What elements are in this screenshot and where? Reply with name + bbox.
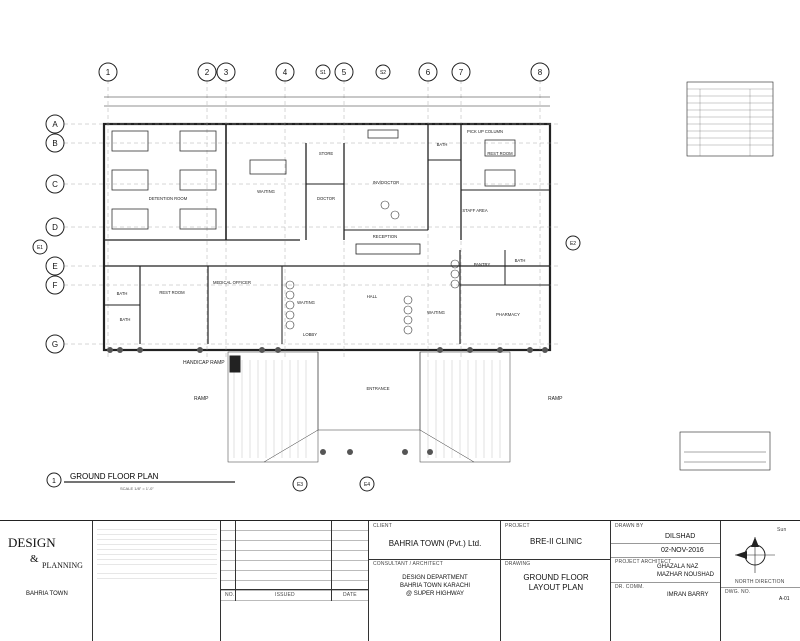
room-label: STAFF AREA bbox=[462, 208, 487, 213]
grid-col-label: 2 bbox=[205, 68, 210, 77]
room-label: WAITING bbox=[297, 300, 315, 305]
consultant-label: CONSULTANT / ARCHITECT bbox=[373, 561, 443, 567]
revision-table: NO. ISSUED DATE bbox=[220, 521, 369, 641]
section-mark: E3 bbox=[297, 482, 303, 488]
project-label: PROJECT bbox=[505, 523, 530, 529]
grid-col-label: 8 bbox=[538, 68, 543, 77]
room-label: BATH bbox=[117, 291, 128, 296]
title-block: DESIGN & PLANNING BAHRIA TOWN NO. ISSUED… bbox=[0, 520, 800, 641]
logo-org: BAHRIA TOWN bbox=[26, 591, 68, 597]
room-label: STORE bbox=[319, 151, 334, 156]
grid-row-label: G bbox=[52, 340, 58, 349]
grid-col-label: 6 bbox=[426, 68, 431, 77]
logo-amp: & bbox=[30, 553, 39, 565]
sun-label: Sun bbox=[777, 527, 787, 533]
drawing-number: 1 bbox=[52, 478, 56, 485]
consultant-line: BAHRIA TOWN KARACHI bbox=[399, 583, 471, 589]
section-mark: E4 bbox=[364, 482, 370, 488]
room-label: LOBBY bbox=[303, 332, 317, 337]
room-label: REST ROOM bbox=[487, 151, 513, 156]
logo: DESIGN & PLANNING BAHRIA TOWN bbox=[0, 521, 92, 641]
room-label: HALL bbox=[367, 294, 378, 299]
grid-row-label: A bbox=[52, 120, 58, 129]
dwg-no: A-01 bbox=[779, 596, 790, 602]
drawing-date: 02-NOV-2016 bbox=[661, 547, 704, 554]
rev-date-header: DATE bbox=[343, 592, 357, 598]
drawn-by-label: DRAWN BY bbox=[615, 523, 644, 529]
drawing-line: GROUND FLOOR bbox=[523, 573, 589, 582]
floor-plan-drawing: 1 2 3 4 5 6 7 8 A B C D E F G S1 S2 E1 E… bbox=[32, 62, 774, 492]
logo-line1: DESIGN bbox=[8, 535, 56, 550]
room-label: INV/DOCTOR bbox=[373, 180, 399, 185]
client-label: CLIENT bbox=[373, 523, 392, 529]
project-cell: PROJECT BRE-II CLINIC DRAWING GROUND FLO… bbox=[500, 521, 611, 641]
north-cell: Sun NORTH DIRECTION DWG. NO. A-01 bbox=[720, 521, 800, 641]
client-name: BAHRIA TOWN (Pvt.) Ltd. bbox=[388, 539, 482, 548]
consultant-line: @ SUPER HIGHWAY bbox=[405, 591, 465, 597]
grid-col-label: 4 bbox=[283, 68, 288, 77]
checked-name: GHAZALA NAZ bbox=[657, 564, 699, 570]
grid-row-label: D bbox=[52, 223, 58, 232]
section-mark: E1 bbox=[37, 245, 43, 251]
approved-by: IMRAN BARRY bbox=[667, 592, 709, 598]
notes-cell bbox=[92, 521, 221, 641]
rev-no-header: NO. bbox=[225, 592, 235, 598]
north-direction-label: NORTH DIRECTION bbox=[735, 579, 785, 585]
drawing-line: LAYOUT PLAN bbox=[528, 583, 584, 592]
dwg-no-label: DWG. NO. bbox=[725, 589, 751, 595]
grid-row-label: B bbox=[52, 139, 57, 148]
room-label: PHARMACY bbox=[496, 312, 520, 317]
checked-name: MAZHAR NOUSHAD bbox=[657, 572, 715, 578]
north-arrow-icon bbox=[735, 537, 775, 573]
section-mark: S1 bbox=[320, 70, 326, 76]
drawn-by: DILSHAD bbox=[665, 533, 696, 540]
room-label: REST ROOM bbox=[159, 290, 185, 295]
ramp-label: RAMP bbox=[194, 396, 209, 402]
consultant-line: DESIGN DEPARTMENT bbox=[402, 575, 468, 581]
rev-desc-header: ISSUED bbox=[275, 592, 295, 598]
room-label: MEDICAL OFFICER bbox=[213, 280, 251, 285]
room-label: BATH bbox=[437, 142, 448, 147]
grid-row-label: C bbox=[52, 180, 58, 189]
room-label: PICK UP COLUMN bbox=[467, 129, 503, 134]
room-label: DETENTION ROOM bbox=[149, 196, 188, 201]
project-name: BRE-II CLINIC bbox=[529, 537, 582, 546]
approved-label: DR. COMM. bbox=[615, 584, 645, 590]
room-label: ENTRANCE bbox=[366, 386, 389, 391]
door-schedule-table bbox=[686, 81, 774, 157]
building-outline bbox=[102, 122, 552, 352]
checked-label: PROJECT ARCHITECT bbox=[615, 559, 672, 565]
grid-col-label: 7 bbox=[459, 68, 464, 77]
drawing-scale: SCALE 1/8" = 1'-0" bbox=[120, 486, 154, 491]
grid-col-label: 1 bbox=[106, 68, 111, 77]
grid-row-label: E bbox=[52, 262, 57, 271]
room-label: RECEPTION bbox=[373, 234, 397, 239]
drawn-by-cell: DRAWN BY DILSHAD 02-NOV-2016 PROJECT ARC… bbox=[610, 521, 721, 641]
room-label: WAITING bbox=[427, 310, 445, 315]
grid-row-label: F bbox=[53, 281, 58, 290]
drawing-label: DRAWING bbox=[505, 561, 531, 567]
section-mark: S2 bbox=[380, 70, 386, 76]
grid-col-label: 5 bbox=[342, 68, 347, 77]
grid-col-label: 3 bbox=[224, 68, 229, 77]
section-mark: E2 bbox=[570, 241, 576, 247]
handicap-ramp-label: HANDICAP RAMP bbox=[183, 360, 225, 366]
notes-legend-box bbox=[679, 431, 771, 471]
room-label: WAITING bbox=[257, 189, 275, 194]
client-cell: CLIENT BAHRIA TOWN (Pvt.) Ltd. CONSULTAN… bbox=[368, 521, 501, 641]
ramp-label: RAMP bbox=[548, 396, 563, 402]
room-label: BATH bbox=[120, 317, 131, 322]
room-label: PANTRY bbox=[474, 262, 491, 267]
room-label: DOCTOR bbox=[317, 196, 335, 201]
drawing-title: GROUND FLOOR PLAN bbox=[70, 472, 159, 481]
room-label: BATH bbox=[515, 258, 526, 263]
logo-line2: PLANNING bbox=[42, 561, 83, 570]
